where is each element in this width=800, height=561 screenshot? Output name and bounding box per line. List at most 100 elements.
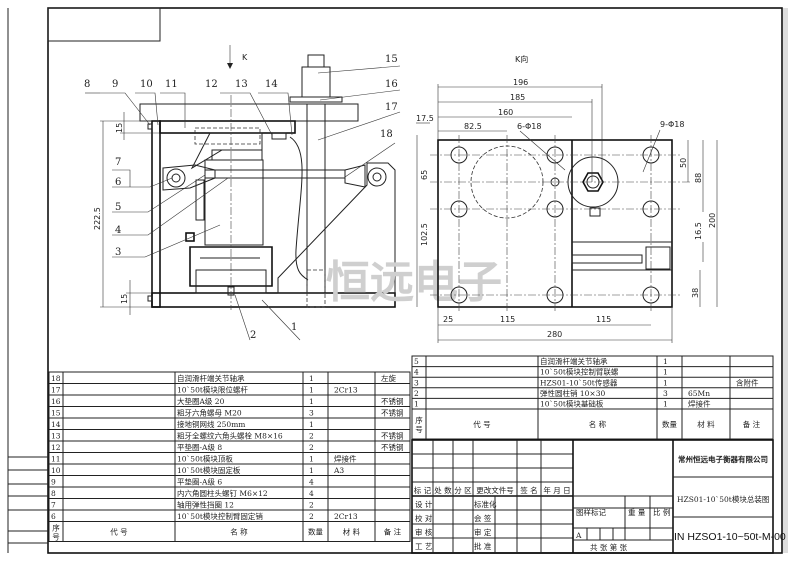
bom-cell-material: 焊接件	[688, 399, 711, 409]
watermark: 恒远电子	[326, 257, 502, 308]
callout-7: 7	[115, 157, 121, 168]
bom-header-remark: 备 注	[743, 419, 761, 429]
callout-16: 16	[385, 79, 398, 90]
bom-cell-remark: 不锈钢	[381, 396, 404, 406]
callout-14: 14	[265, 79, 278, 90]
dim-height: 222.5	[93, 207, 102, 230]
sheets-label: 共 张 第 张	[590, 542, 628, 552]
view-k-label: K	[242, 53, 248, 62]
title-block: 标 记处 数分 区更改文件号签 名年 月 日 设 计校 对审 核工 艺标准化会 …	[411, 439, 786, 554]
callout-11: 11	[165, 79, 178, 90]
bom-cell-remark: 左旋	[381, 373, 396, 383]
bom-cell-no: 17	[51, 386, 61, 395]
role-label: 审 核	[415, 527, 433, 537]
bom-header-qty: 数量	[662, 419, 677, 429]
dim-16-5: 16.5	[694, 222, 703, 240]
k-view-control-arm	[571, 254, 643, 264]
dim-82-5: 82.5	[464, 122, 482, 131]
callout-9: 9	[112, 79, 118, 90]
bom-cell-no: 13	[51, 432, 61, 441]
callout-4: 4	[115, 225, 121, 236]
role-label: 工 艺	[415, 542, 432, 551]
bom-cell-name: 内六角圆柱头螺钉 M6×12	[177, 488, 268, 498]
bom-cell-name: 自润滑杆端关节轴承	[177, 373, 245, 383]
callout-12: 12	[205, 79, 218, 90]
bom-cell-no: 16	[51, 397, 61, 406]
bom-header-code: 代 号	[473, 419, 490, 429]
bom-cell-qty: 4	[309, 478, 314, 487]
revision-header: 标 记	[414, 485, 432, 495]
bom-header-material: 材 料	[697, 419, 715, 429]
dim-160: 160	[498, 108, 513, 117]
bom-cell-qty: 1	[309, 420, 314, 429]
bom-cell-remark: 不锈钢	[381, 408, 404, 418]
callout-1: 1	[291, 322, 297, 333]
bom-cell-qty: 3	[663, 389, 668, 398]
role-label: 会 签	[474, 513, 492, 523]
side-view-dimensions: 222.5 15 15 K	[93, 45, 248, 315]
right-eye-bearing	[367, 167, 387, 187]
left-eye-bearing	[166, 168, 186, 188]
dim-38: 38	[691, 288, 700, 298]
callout-10: 10	[140, 79, 153, 90]
left-rod-end	[162, 164, 216, 191]
bom-cell-material: 2Cr13	[334, 512, 358, 521]
revision-header: 年 月 日	[543, 485, 570, 495]
bom-cell-qty: 1	[663, 357, 668, 366]
bom-cell-qty: 2	[309, 512, 314, 521]
revision-header: 签 名	[520, 485, 537, 495]
bom-header-qty: 数量	[308, 527, 323, 537]
bom-cell-no: 3	[414, 378, 419, 387]
large-washer	[289, 96, 343, 103]
bom-cell-no: 5	[414, 357, 419, 366]
dim-196: 196	[513, 78, 528, 87]
bom-cell-no: 11	[51, 455, 61, 464]
fixed-plate	[151, 120, 161, 308]
bom-row: 5 自润滑杆端关节轴承 1	[412, 356, 773, 368]
dim-115-right: 115	[596, 315, 611, 324]
bom-header-remark: 备 注	[384, 527, 402, 537]
bom-row: 1 10`50t模块基础板 1 焊接件	[412, 399, 773, 410]
callout-6: 6	[115, 177, 121, 188]
bom-cell-name: 自润滑杆端关节轴承	[540, 356, 608, 366]
revision-header: 分 区	[454, 486, 472, 495]
top-plate	[159, 120, 296, 134]
dim-185: 185	[510, 93, 525, 102]
bom-row: 13 粗牙全螺纹六角头螺栓 M8×16 2 不锈钢	[49, 431, 410, 442]
bom-cell-qty: 1	[663, 400, 668, 409]
bom-cell-name: 轴用弹性挡圈 12	[177, 500, 234, 510]
weight-label: 重 量	[628, 508, 646, 517]
dim-base-plate: 15	[120, 294, 129, 304]
bom-cell-qty: 1	[309, 397, 314, 406]
bom-cell-qty: 3	[309, 409, 314, 418]
bom-cell-name: 10`50t模块控制臂固定销	[177, 511, 263, 521]
bom-cell-qty: 2	[309, 443, 314, 452]
revision-header: 更改文件号	[476, 485, 514, 495]
bom-cell-qty: 2	[309, 432, 314, 441]
bom-cell-remark: 不锈钢	[381, 431, 404, 441]
bom-cell-material: A3	[333, 466, 344, 475]
top-plate-hidden-outline	[194, 127, 261, 145]
bom-cell-name: 10`50t模块基础板	[540, 399, 604, 409]
dim-115-left: 115	[500, 315, 515, 324]
bom-header-name: 名 称	[589, 419, 607, 429]
bom-cell-no: 1	[414, 400, 419, 409]
dim-top-plate: 15	[115, 123, 124, 133]
bom-cell-no: 8	[51, 489, 56, 498]
bom-cell-name: 粗牙全螺纹六角头螺栓 M8×16	[177, 431, 283, 441]
dim-88: 88	[694, 173, 703, 183]
bom-header-no: 序号	[52, 523, 60, 542]
drawing-number: IN HZSO1-10~50t-M-00	[674, 531, 786, 543]
bom-cell-qty: 1	[309, 374, 314, 383]
